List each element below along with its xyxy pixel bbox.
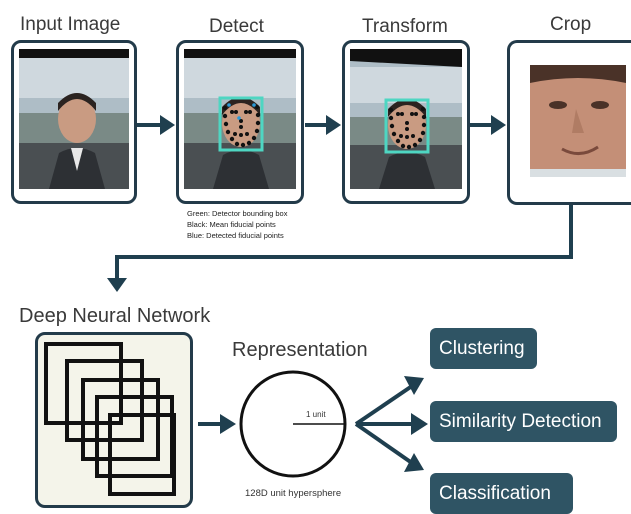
photo-transform [350,49,462,189]
arrow-network-to-representation [198,414,236,434]
transform-bounding-box [384,98,430,154]
photo-input [19,49,129,189]
radius-label: 1 unit [306,410,326,419]
photo-detect [184,49,296,189]
panel-input-image [11,40,137,204]
arrow-crop-to-network [107,205,573,292]
label-input-image: Input Image [20,14,121,35]
panel-neural-network [35,332,193,508]
output-clustering: Clustering [430,328,537,369]
legend-black: Black: Mean fiducial points [187,220,276,229]
detector-bounding-box [218,96,264,152]
output-similarity-detection: Similarity Detection [430,401,617,442]
arrow-detect-to-transform [305,115,341,135]
label-transform: Transform [362,16,448,37]
arrow-input-to-detect [137,115,175,135]
panel-transform [342,40,470,204]
hypersphere-caption: 128D unit hypersphere [245,488,342,499]
panel-detect [176,40,304,204]
label-representation: Representation [232,339,368,361]
legend-green: Green: Detector bounding box [187,209,288,218]
arrow-to-similarity [356,413,428,435]
photo-crop [530,65,626,177]
label-detect: Detect [209,16,264,37]
arrow-transform-to-crop [470,115,506,135]
label-deep-neural-network: Deep Neural Network [19,305,211,327]
legend-blue: Blue: Detected fiducial points [187,231,284,240]
arrow-to-clustering [354,376,424,426]
label-crop: Crop [550,14,592,35]
fiducial-legend: Green: Detector bounding box Black: Mean… [187,208,287,241]
panel-crop [507,40,631,205]
output-classification: Classification [430,473,573,514]
arrow-to-classification [354,422,424,472]
network-layers-icon [44,342,176,496]
